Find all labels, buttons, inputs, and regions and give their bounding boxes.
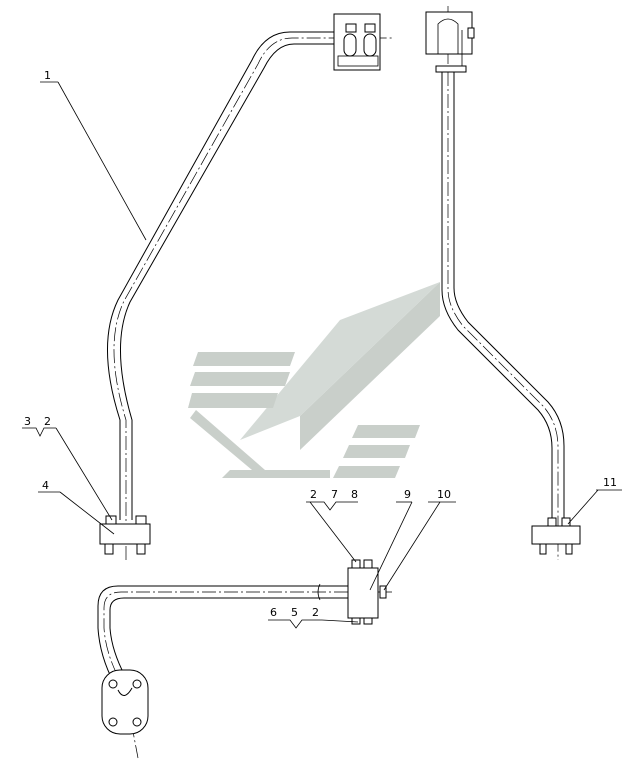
callout-labels: 1 3 2 4 2 7 8 9 10 6 5 2 11 (24, 69, 617, 619)
callout-6: 6 (270, 606, 277, 619)
watermark-logo (188, 282, 440, 478)
callout-9: 9 (404, 488, 411, 501)
callout-4: 4 (42, 479, 49, 492)
clamp-top-right (425, 11, 475, 73)
callout-2-middle-top: 2 (310, 488, 317, 501)
callout-10: 10 (437, 488, 451, 501)
leader-lines (22, 81, 622, 629)
flange-right (531, 517, 581, 555)
pipe-bottom (97, 585, 392, 759)
callout-7: 7 (331, 488, 338, 501)
callout-8: 8 (351, 488, 358, 501)
flange-bottom (101, 669, 149, 735)
pipe-upper-left (107, 31, 392, 560)
clamp-middle (317, 559, 387, 625)
callout-2-left: 2 (44, 415, 51, 428)
callout-5: 5 (291, 606, 298, 619)
flange-left (99, 515, 151, 555)
pipe-right (441, 6, 565, 560)
callout-2-middle-bottom: 2 (312, 606, 319, 619)
callout-11: 11 (603, 476, 617, 489)
callout-3-left: 3 (24, 415, 31, 428)
callout-1: 1 (44, 69, 51, 82)
clamp-top-left (333, 13, 381, 71)
